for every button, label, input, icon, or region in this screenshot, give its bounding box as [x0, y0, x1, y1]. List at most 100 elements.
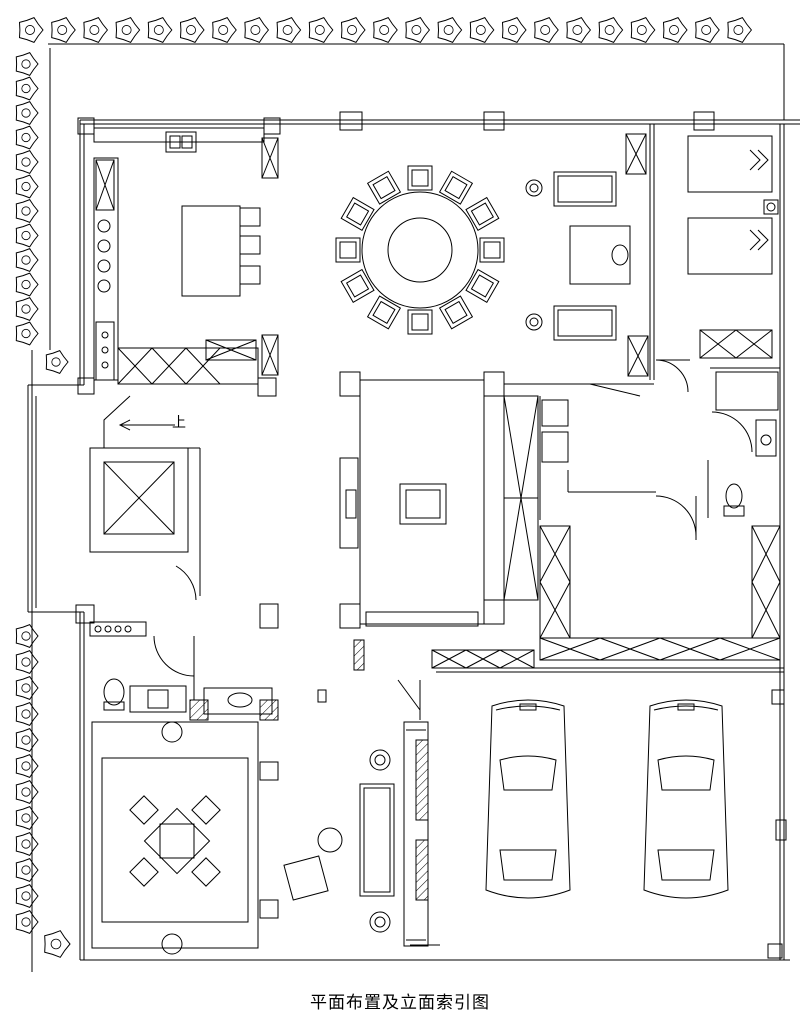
sofa-top: [553, 171, 617, 207]
dining-chair-seat: [372, 176, 396, 200]
garage: [485, 699, 729, 899]
tree-icon: [115, 16, 141, 44]
tree-icon: [15, 779, 39, 805]
dining-chair-seat: [345, 274, 370, 298]
bed-bottom: [687, 217, 773, 275]
tree-icon: [83, 16, 109, 44]
bathroom-left: [89, 621, 273, 715]
dining-chair: [366, 170, 402, 205]
tree-icon: [15, 174, 39, 199]
tree-icon: [405, 16, 431, 44]
dining-chair-seat: [470, 274, 495, 298]
tree-icon: [373, 16, 398, 44]
tree-icon: [15, 753, 39, 779]
car-left: [485, 699, 571, 899]
tree-icon: [51, 16, 76, 44]
tree-icon: [15, 675, 39, 701]
tree-icon: [15, 296, 39, 322]
dining-chair-seat: [339, 241, 357, 259]
tree-icon: [340, 16, 366, 44]
rug: [101, 757, 249, 923]
tree-icon: [15, 198, 39, 224]
dining-chair: [438, 295, 474, 330]
tree-icon: [566, 16, 592, 44]
tree-icon: [15, 857, 39, 883]
tree-icon: [534, 16, 559, 44]
tree-icon: [437, 16, 463, 44]
dining-chair: [407, 165, 433, 191]
tree-icon: [308, 16, 334, 44]
tree-icon: [695, 16, 720, 44]
tree-icon: [44, 930, 71, 958]
tree-icon: [15, 909, 39, 935]
dining-chair: [438, 170, 474, 205]
stair-direction-label: 上: [172, 415, 186, 431]
tree-icon: [15, 149, 39, 175]
tree-icon: [15, 805, 39, 831]
dining-table: [361, 191, 479, 309]
dining-chair: [366, 295, 402, 330]
game-table: [143, 807, 211, 875]
dining-chair-seat: [411, 169, 429, 187]
tree-icon: [15, 727, 39, 753]
tree-icon: [15, 623, 39, 649]
storage-room: [431, 525, 781, 669]
sofa-bottom: [553, 305, 617, 341]
tree-icon: [15, 831, 39, 857]
tree-icon: [727, 16, 753, 44]
dining-chair: [465, 196, 500, 232]
tree-icon: [15, 223, 39, 248]
tree-icon: [501, 16, 527, 44]
game-room: [91, 721, 279, 955]
kitchen: [93, 127, 279, 385]
center-table: [399, 483, 447, 525]
dining-chair-seat: [444, 176, 468, 200]
dining-chair-seat: [470, 202, 494, 226]
dining-chair: [407, 309, 433, 335]
tree-icon: [15, 76, 39, 101]
dining-chair: [479, 237, 505, 263]
tree-icon: [15, 247, 39, 273]
tree-icon: [276, 16, 302, 44]
tree-icon: [598, 16, 624, 44]
tree-icon: [244, 16, 270, 44]
tree-icon: [15, 649, 39, 675]
living-sofa: [359, 783, 395, 897]
dining-chair-seat: [483, 241, 501, 259]
bed-top: [687, 135, 773, 193]
dining-chair: [465, 268, 500, 304]
tree-icon: [45, 349, 69, 375]
dining-room: [335, 165, 505, 335]
bathroom-right: [539, 367, 780, 540]
tree-icon: [212, 16, 237, 44]
stair-hall: [35, 395, 201, 608]
dining-chair-seat: [411, 313, 429, 331]
bedroom: [655, 135, 779, 393]
lounge-area: [504, 124, 655, 397]
tree-icon: [18, 16, 44, 44]
tree-icon: [15, 100, 39, 126]
tree-icon: [15, 701, 39, 727]
tree-icon: [147, 16, 173, 44]
living-hall: [339, 379, 539, 627]
tree-icon: [662, 16, 688, 44]
tree-icon: [15, 321, 39, 346]
exterior-walls: [27, 119, 800, 961]
tree-icon: [630, 16, 656, 44]
dining-chair: [335, 237, 361, 263]
drawing-caption: 平面布置及立面索引图: [310, 993, 490, 1013]
dining-chair: [340, 268, 375, 304]
dining-chair-seat: [372, 300, 396, 325]
hatched-walls: [189, 639, 429, 901]
kitchen-island: [181, 205, 241, 297]
dining-chair-seat: [346, 202, 370, 226]
coffee-table: [569, 225, 631, 285]
living-room: [283, 679, 429, 947]
garden-trees-top: [18, 16, 753, 44]
dining-chairs: [335, 165, 505, 335]
car-right: [643, 699, 729, 899]
tree-icon: [179, 16, 205, 44]
tree-icon: [15, 272, 39, 297]
structural-columns: [75, 111, 787, 959]
